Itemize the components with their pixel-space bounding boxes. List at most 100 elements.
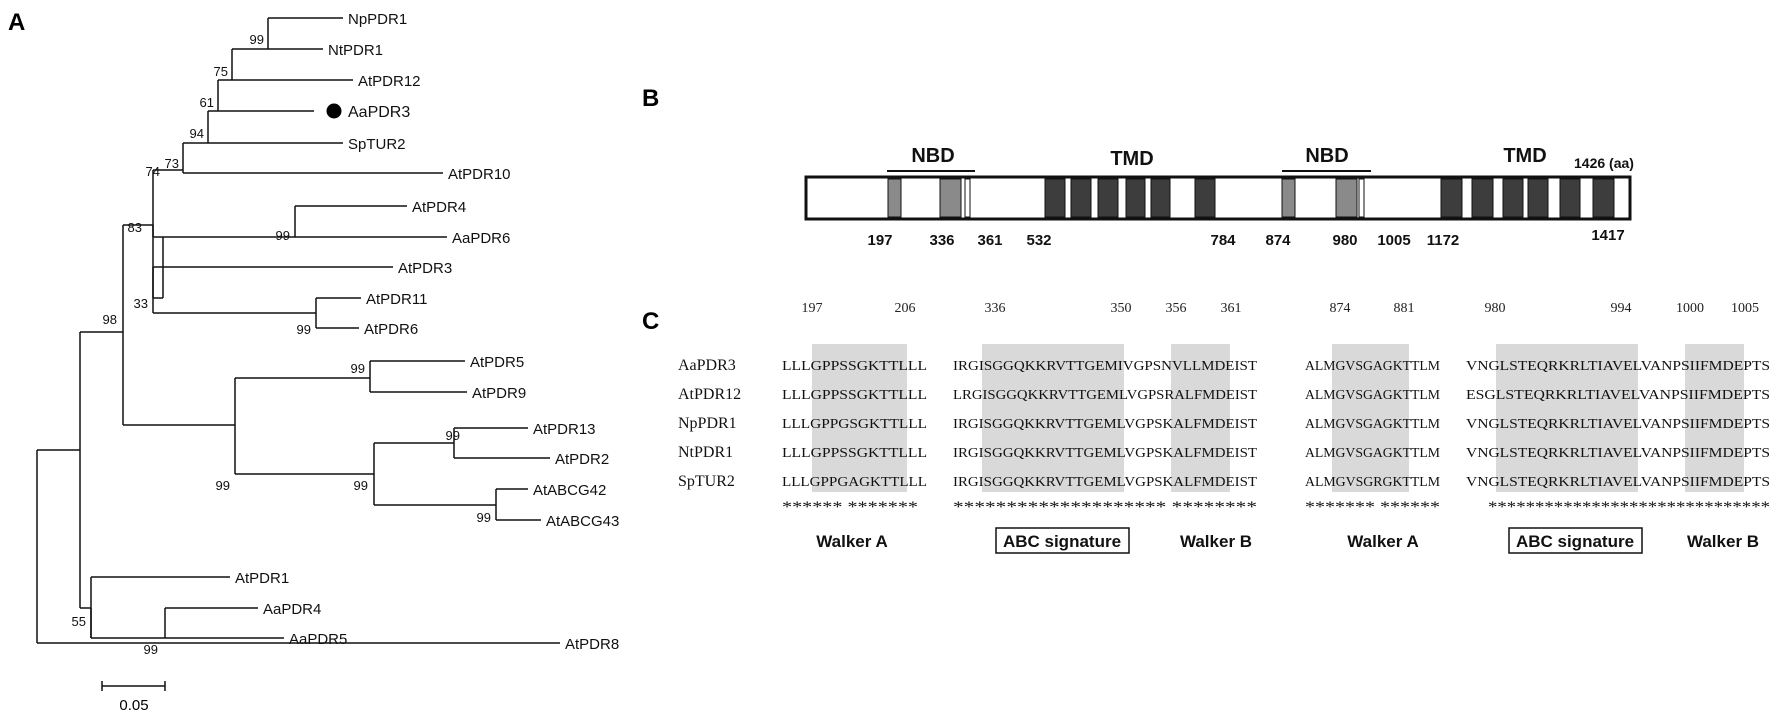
taxon-label: AtPDR6: [364, 321, 418, 338]
sequence-block: ALMGVSGAGKTTLM: [1305, 446, 1441, 461]
taxon-label: AaPDR3: [348, 104, 410, 121]
consensus-line: ******************************: [1488, 499, 1770, 516]
abc-signature-box: [1508, 527, 1643, 554]
consensus-line: ******* ******: [1305, 499, 1440, 516]
domain-position: 980: [1332, 232, 1357, 249]
taxon-label: AtABCG42: [533, 482, 606, 499]
bootstrap-value: 33: [134, 296, 148, 311]
sequence-name: SpTUR2: [678, 473, 735, 490]
bootstrap-value: 83: [128, 220, 142, 235]
taxon-label: AtPDR13: [533, 421, 596, 438]
taxon-label: AtPDR8: [565, 636, 619, 653]
alignment-position: 356: [1166, 301, 1187, 316]
alignment-position: 994: [1611, 301, 1632, 316]
bootstrap-value: 74: [146, 164, 160, 179]
sequence-block: LLLGPPSSGKTTLLL: [782, 359, 927, 374]
consensus-line: ****** *******: [782, 499, 918, 516]
motif-label: Walker A: [1347, 532, 1419, 551]
domain-position: 784: [1210, 232, 1236, 249]
sequence-name: NpPDR1: [678, 415, 737, 432]
sequence-block: VNGLSTEQRKRLTIAVELVANPSIIFMDEPTS: [1466, 446, 1770, 461]
motif-label: ABC signature: [1516, 532, 1634, 551]
sequence-block: IRGISGGQKKRVTTGEMIVGPSNVLLMDEIST: [953, 359, 1257, 374]
domain-position: 336: [929, 232, 954, 249]
bootstrap-value: 99: [354, 478, 368, 493]
domain-position: 197: [867, 232, 892, 249]
domain-label-tmd: TMD: [1110, 148, 1153, 170]
motif-label: Walker B: [1687, 532, 1759, 551]
taxon-label: NpPDR1: [348, 11, 407, 28]
bootstrap-value: 61: [200, 95, 214, 110]
alignment-position: 206: [895, 301, 916, 316]
bootstrap-value: 94: [190, 126, 204, 141]
domain-position: 1005: [1377, 232, 1410, 249]
sequence-name: AaPDR3: [678, 357, 736, 374]
taxon-label: AtPDR4: [412, 199, 466, 216]
taxon-label: SpTUR2: [348, 136, 406, 153]
panel-label-a: A: [8, 9, 25, 36]
domain-position: 1417: [1591, 227, 1624, 244]
bootstrap-value: 75: [214, 64, 228, 79]
taxon-label: AtPDR1: [235, 570, 289, 587]
sequence-block: ALMGVSGRGKTTLM: [1305, 475, 1441, 490]
alignment-position: 980: [1485, 301, 1506, 316]
sequence-block: ALMGVSGAGKTTLM: [1305, 388, 1441, 403]
sequence-block: VNGLSTEQRKRLTIAVELVANPSIIFMDEPTS: [1466, 475, 1770, 490]
conserved-shading: [812, 344, 1744, 492]
domain-position: 532: [1026, 232, 1051, 249]
bootstrap-value: 99: [144, 642, 158, 657]
alignment-position: 197: [802, 301, 823, 316]
panel-label-b: B: [642, 85, 659, 112]
bootstrap-value: 98: [103, 312, 117, 327]
sequence-name: NtPDR1: [678, 444, 733, 461]
domain-label-nbd: NBD: [911, 145, 954, 167]
bootstrap-value: 99: [297, 322, 311, 337]
domain-label-nbd: NBD: [1305, 145, 1348, 167]
consensus-line: ******************** ********: [953, 499, 1257, 516]
alignment-position: 1005: [1731, 301, 1759, 316]
taxon-label: AtPDR2: [555, 451, 609, 468]
alignment-position: 350: [1111, 301, 1132, 316]
taxon-label: AtPDR3: [398, 260, 452, 277]
taxon-label: AtABCG43: [546, 513, 619, 530]
sequence-block: LRGISGGQKKRVTTGEMLVGPSRALFMDEIST: [953, 388, 1257, 403]
domain-position: 361: [977, 232, 1002, 249]
phylogenetic-tree: [36, 17, 560, 691]
taxon-label: AtPDR12: [358, 73, 421, 90]
sequence-block: ALMGVSGAGKTTLM: [1305, 359, 1441, 374]
bootstrap-value: 99: [276, 228, 290, 243]
domain-map: [804, 170, 1632, 221]
sequence-block: LLLGPPGSGKTTLLL: [782, 417, 927, 432]
sequence-name: AtPDR12: [678, 386, 741, 403]
sequence-block: LLLGPPSSGKTTLLL: [782, 446, 927, 461]
sequence-block: VNGLSTEQRKRLTIAVELVANPSIIFMDEPTS: [1466, 417, 1770, 432]
alignment-position: 1000: [1676, 301, 1704, 316]
taxon-label: AaPDR6: [452, 230, 510, 247]
sequence-block: IRGISGGQKKRVTTGEMLVGPSKALFMDEIST: [953, 417, 1257, 432]
panel-label-c: C: [642, 308, 659, 335]
sequence-block: LLLGPPGAGKTTLLL: [782, 475, 927, 490]
motif-label: Walker B: [1180, 532, 1252, 551]
motif-label: Walker A: [816, 532, 888, 551]
domain-label-tmd: TMD: [1503, 145, 1546, 167]
total-length-label: 1426 (aa): [1574, 155, 1634, 171]
sequence-block: VNGLSTEQRKRLTIAVELVANPSIIFMDEPTS: [1466, 359, 1770, 374]
sequence-block: IRGISGGQKKRVTTGEMLVGPSKALFMDEIST: [953, 475, 1257, 490]
bootstrap-value: 99: [446, 428, 460, 443]
alignment-position: 361: [1221, 301, 1242, 316]
taxon-label: AtPDR5: [470, 354, 524, 371]
bootstrap-value: 99: [351, 361, 365, 376]
sequence-block: LLLGPPSSGKTTLLL: [782, 388, 927, 403]
bootstrap-value: 73: [165, 156, 179, 171]
motif-label: ABC signature: [1003, 532, 1121, 551]
taxon-label: AtPDR9: [472, 385, 526, 402]
sequence-block: ALMGVSGAGKTTLM: [1305, 417, 1441, 432]
alignment-position: 874: [1330, 301, 1351, 316]
domain-position: 874: [1265, 232, 1291, 249]
sequence-block: IRGISGGQKKRVTTGEMLVGPSKALFMDEIST: [953, 446, 1257, 461]
sequence-block: ESGLSTEQRKRLTIAVELVANPSIIFMDEPTS: [1466, 388, 1770, 403]
highlight-dot: [326, 103, 342, 119]
taxon-label: AaPDR5: [289, 631, 347, 648]
bootstrap-value: 99: [250, 32, 264, 47]
bootstrap-value: 99: [216, 478, 230, 493]
